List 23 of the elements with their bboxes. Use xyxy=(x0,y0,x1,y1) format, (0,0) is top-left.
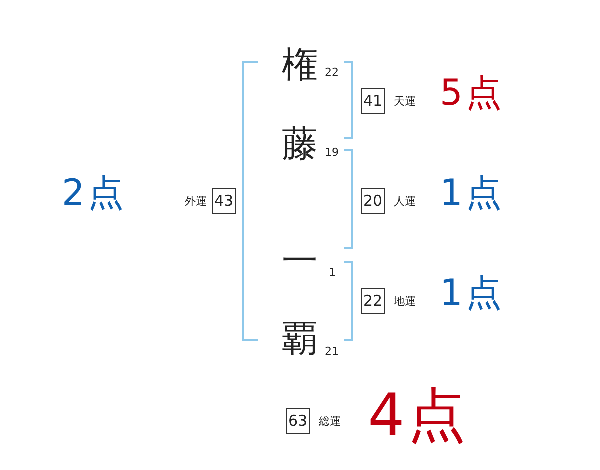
fortune-label: 地運 xyxy=(394,296,416,307)
stroke-count: 21 xyxy=(325,346,339,357)
fortune-label: 天運 xyxy=(394,96,416,107)
name-character: 一 xyxy=(282,244,318,280)
fortune-label: 総運 xyxy=(319,416,341,427)
number-box: 63 xyxy=(286,408,310,434)
stroke-count: 1 xyxy=(329,267,336,278)
number-box: 41 xyxy=(361,88,385,114)
fortune-label: 外運 xyxy=(185,196,207,207)
score-text: 5点 xyxy=(440,76,505,112)
fortune-label: 人運 xyxy=(394,196,416,207)
stroke-count: 22 xyxy=(325,67,339,78)
name-character: 覇 xyxy=(282,322,318,358)
number-box: 20 xyxy=(361,188,385,214)
stroke-count: 19 xyxy=(325,147,339,158)
score-text: 4点 xyxy=(368,386,469,444)
name-character: 藤 xyxy=(282,127,318,163)
score-text: 2点 xyxy=(62,176,127,212)
name-character: 権 xyxy=(282,48,318,84)
score-text: 1点 xyxy=(440,276,505,312)
number-box: 22 xyxy=(361,288,385,314)
score-text: 1点 xyxy=(440,176,505,212)
number-box: 43 xyxy=(212,188,236,214)
